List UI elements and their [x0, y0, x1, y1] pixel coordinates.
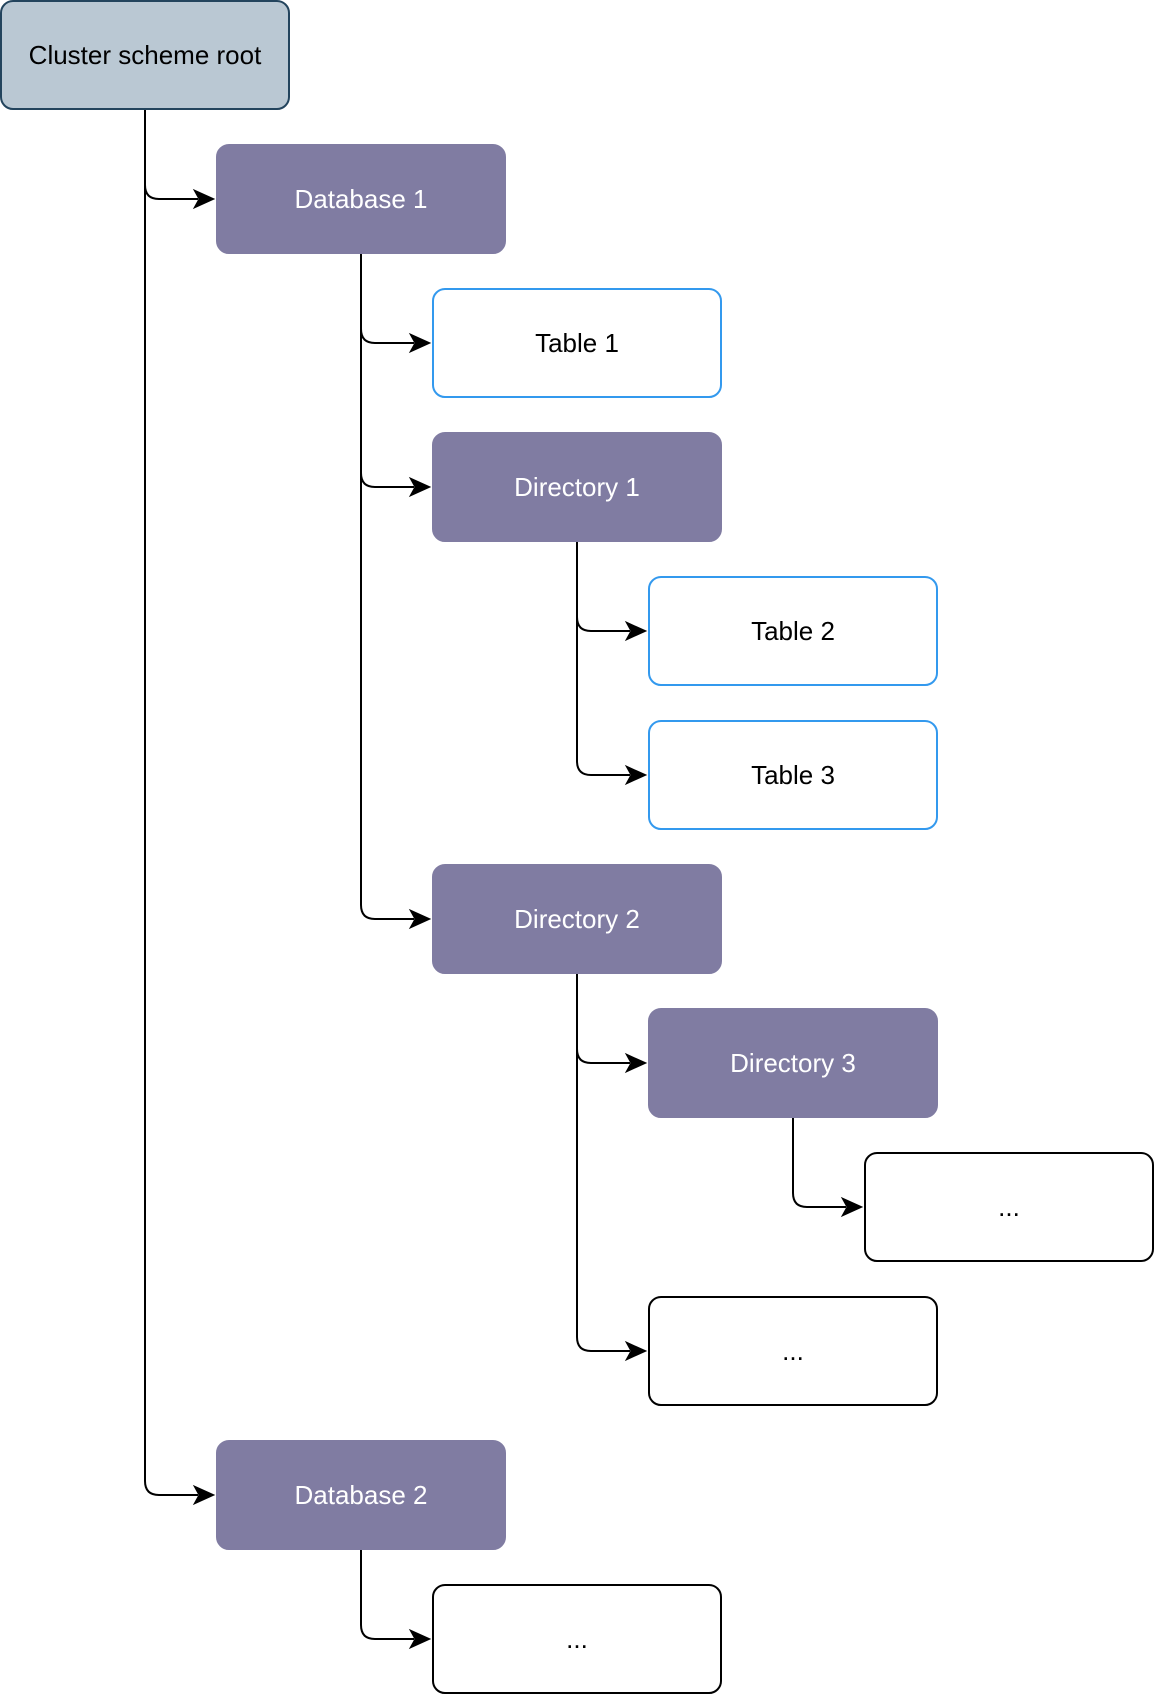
connector-db2-more3 — [360, 1550, 414, 1640]
node-label: Directory 2 — [514, 903, 640, 934]
arrowhead-db1-dir1 — [408, 476, 432, 498]
node-label: Directory 1 — [514, 471, 640, 502]
connector-dir1-table3 — [576, 542, 630, 776]
arrowhead-dir2-dir3 — [624, 1052, 648, 1074]
arrowhead-db2-more3 — [408, 1628, 432, 1650]
connector-dir3-more1 — [792, 1118, 846, 1208]
arrowhead-db1-dir2 — [408, 908, 432, 930]
node-directory-1[interactable]: Directory 1 — [432, 432, 722, 542]
node-label: Table 2 — [751, 615, 835, 646]
arrowhead-dir2-more2 — [624, 1340, 648, 1362]
node-table-1[interactable]: Table 1 — [432, 288, 722, 398]
node-label: ... — [566, 1623, 588, 1654]
node-cluster-scheme-root[interactable]: Cluster scheme root — [0, 0, 290, 110]
node-label: Cluster scheme root — [28, 39, 262, 70]
node-label: Database 2 — [294, 1479, 428, 1510]
node-database-2[interactable]: Database 2 — [216, 1440, 506, 1550]
node-label: Table 1 — [535, 327, 619, 358]
connector-root-db2 — [144, 110, 198, 1496]
node-placeholder-directory-2-children[interactable]: ... — [648, 1296, 938, 1406]
node-directory-2[interactable]: Directory 2 — [432, 864, 722, 974]
arrowhead-dir3-more1 — [840, 1196, 864, 1218]
node-directory-3[interactable]: Directory 3 — [648, 1008, 938, 1118]
connector-dir2-more2 — [576, 974, 630, 1352]
arrowhead-dir1-table2 — [624, 620, 648, 642]
arrowhead-db1-table1 — [408, 332, 432, 354]
node-placeholder-database-2-children[interactable]: ... — [432, 1584, 722, 1694]
node-label: ... — [782, 1335, 804, 1366]
arrowhead-root-db1 — [192, 188, 216, 210]
connector-db1-dir2 — [360, 254, 414, 920]
node-table-3[interactable]: Table 3 — [648, 720, 938, 830]
node-label: Database 1 — [294, 183, 428, 214]
arrowhead-dir1-table3 — [624, 764, 648, 786]
node-placeholder-directory-3-children[interactable]: ... — [864, 1152, 1154, 1262]
node-label: Table 3 — [751, 759, 835, 790]
node-label: Directory 3 — [730, 1047, 856, 1078]
arrowhead-root-db2 — [192, 1484, 216, 1506]
node-database-1[interactable]: Database 1 — [216, 144, 506, 254]
node-label: ... — [998, 1191, 1020, 1222]
node-table-2[interactable]: Table 2 — [648, 576, 938, 686]
